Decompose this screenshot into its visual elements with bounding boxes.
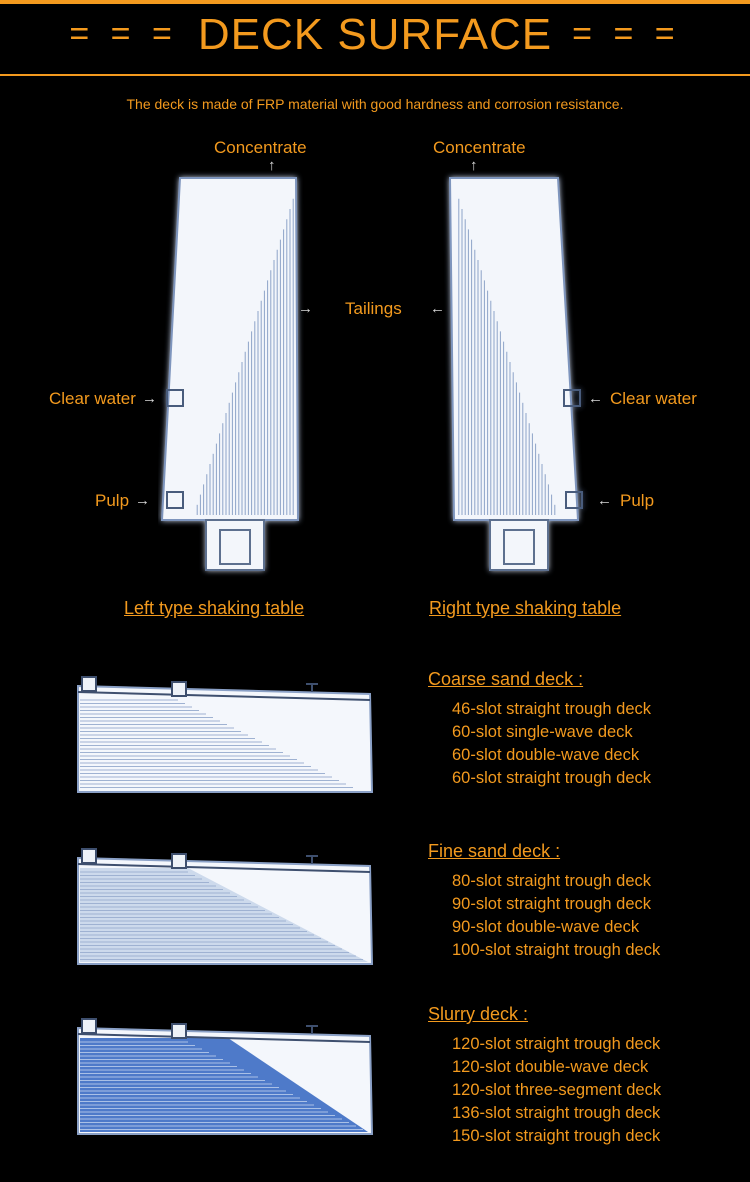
top-accent-line (0, 0, 750, 4)
list-item: 120-slot double-wave deck (452, 1058, 649, 1076)
arrow-right-icon: → (142, 390, 157, 407)
arrow-left-icon: ← (597, 492, 612, 509)
right-shaking-table-image (448, 177, 583, 571)
page-subtitle: The deck is made of FRP material with go… (126, 96, 624, 112)
fine-sand-deck-list: 80-slot straight trough deck 90-slot str… (452, 870, 660, 962)
coarse-sand-deck-list: 46-slot straight trough deck 60-slot sin… (452, 698, 651, 790)
list-item: 60-slot straight trough deck (452, 769, 652, 787)
label-clear-water-left: Clear water (49, 389, 136, 408)
list-item: 90-slot double-wave deck (452, 918, 640, 936)
title-decor-left: = = = (69, 15, 178, 53)
coarse-sand-deck-image (77, 676, 374, 793)
fine-sand-deck-heading: Fine sand deck : (428, 841, 561, 861)
title-divider (0, 74, 750, 76)
arrow-up-icon: ↑ (470, 157, 478, 174)
coarse-sand-deck-heading: Coarse sand deck : (428, 669, 584, 689)
label-clear-water-right: Clear water (610, 389, 697, 408)
page-title: = = = DECK SURFACE = = = (0, 10, 750, 60)
label-tailings: Tailings (345, 299, 402, 318)
list-item: 100-slot straight trough deck (452, 941, 661, 959)
arrow-left-icon: ← (430, 300, 445, 317)
label-pulp-left: Pulp (95, 491, 130, 510)
label-concentrate-left: Concentrate (214, 138, 307, 157)
left-shaking-table-image (160, 177, 300, 571)
label-pulp-right: Pulp (620, 491, 655, 510)
list-item: 60-slot single-wave deck (452, 723, 633, 741)
slurry-deck-image (77, 1018, 374, 1135)
slurry-deck-heading: Slurry deck : (428, 1004, 529, 1024)
list-item: 60-slot double-wave deck (452, 746, 640, 764)
list-item: 150-slot straight trough deck (452, 1127, 661, 1145)
caption-right-type: Right type shaking table (429, 598, 622, 618)
fine-sand-deck-image (77, 848, 374, 965)
list-item: 120-slot three-segment deck (452, 1081, 662, 1099)
arrow-right-icon: → (135, 492, 150, 509)
title-text: DECK SURFACE (197, 10, 553, 59)
label-concentrate-right: Concentrate (433, 138, 526, 157)
caption-left-type: Left type shaking table (124, 598, 305, 618)
arrow-up-icon: ↑ (268, 157, 276, 174)
arrow-left-icon: ← (588, 390, 603, 407)
list-item: 120-slot straight trough deck (452, 1035, 661, 1053)
title-decor-right: = = = (572, 15, 681, 53)
list-item: 80-slot straight trough deck (452, 872, 652, 890)
list-item: 136-slot straight trough deck (452, 1104, 661, 1122)
arrow-right-icon: → (298, 300, 313, 317)
slurry-deck-list: 120-slot straight trough deck 120-slot d… (452, 1033, 661, 1148)
list-item: 46-slot straight trough deck (452, 700, 652, 718)
list-item: 90-slot straight trough deck (452, 895, 652, 913)
